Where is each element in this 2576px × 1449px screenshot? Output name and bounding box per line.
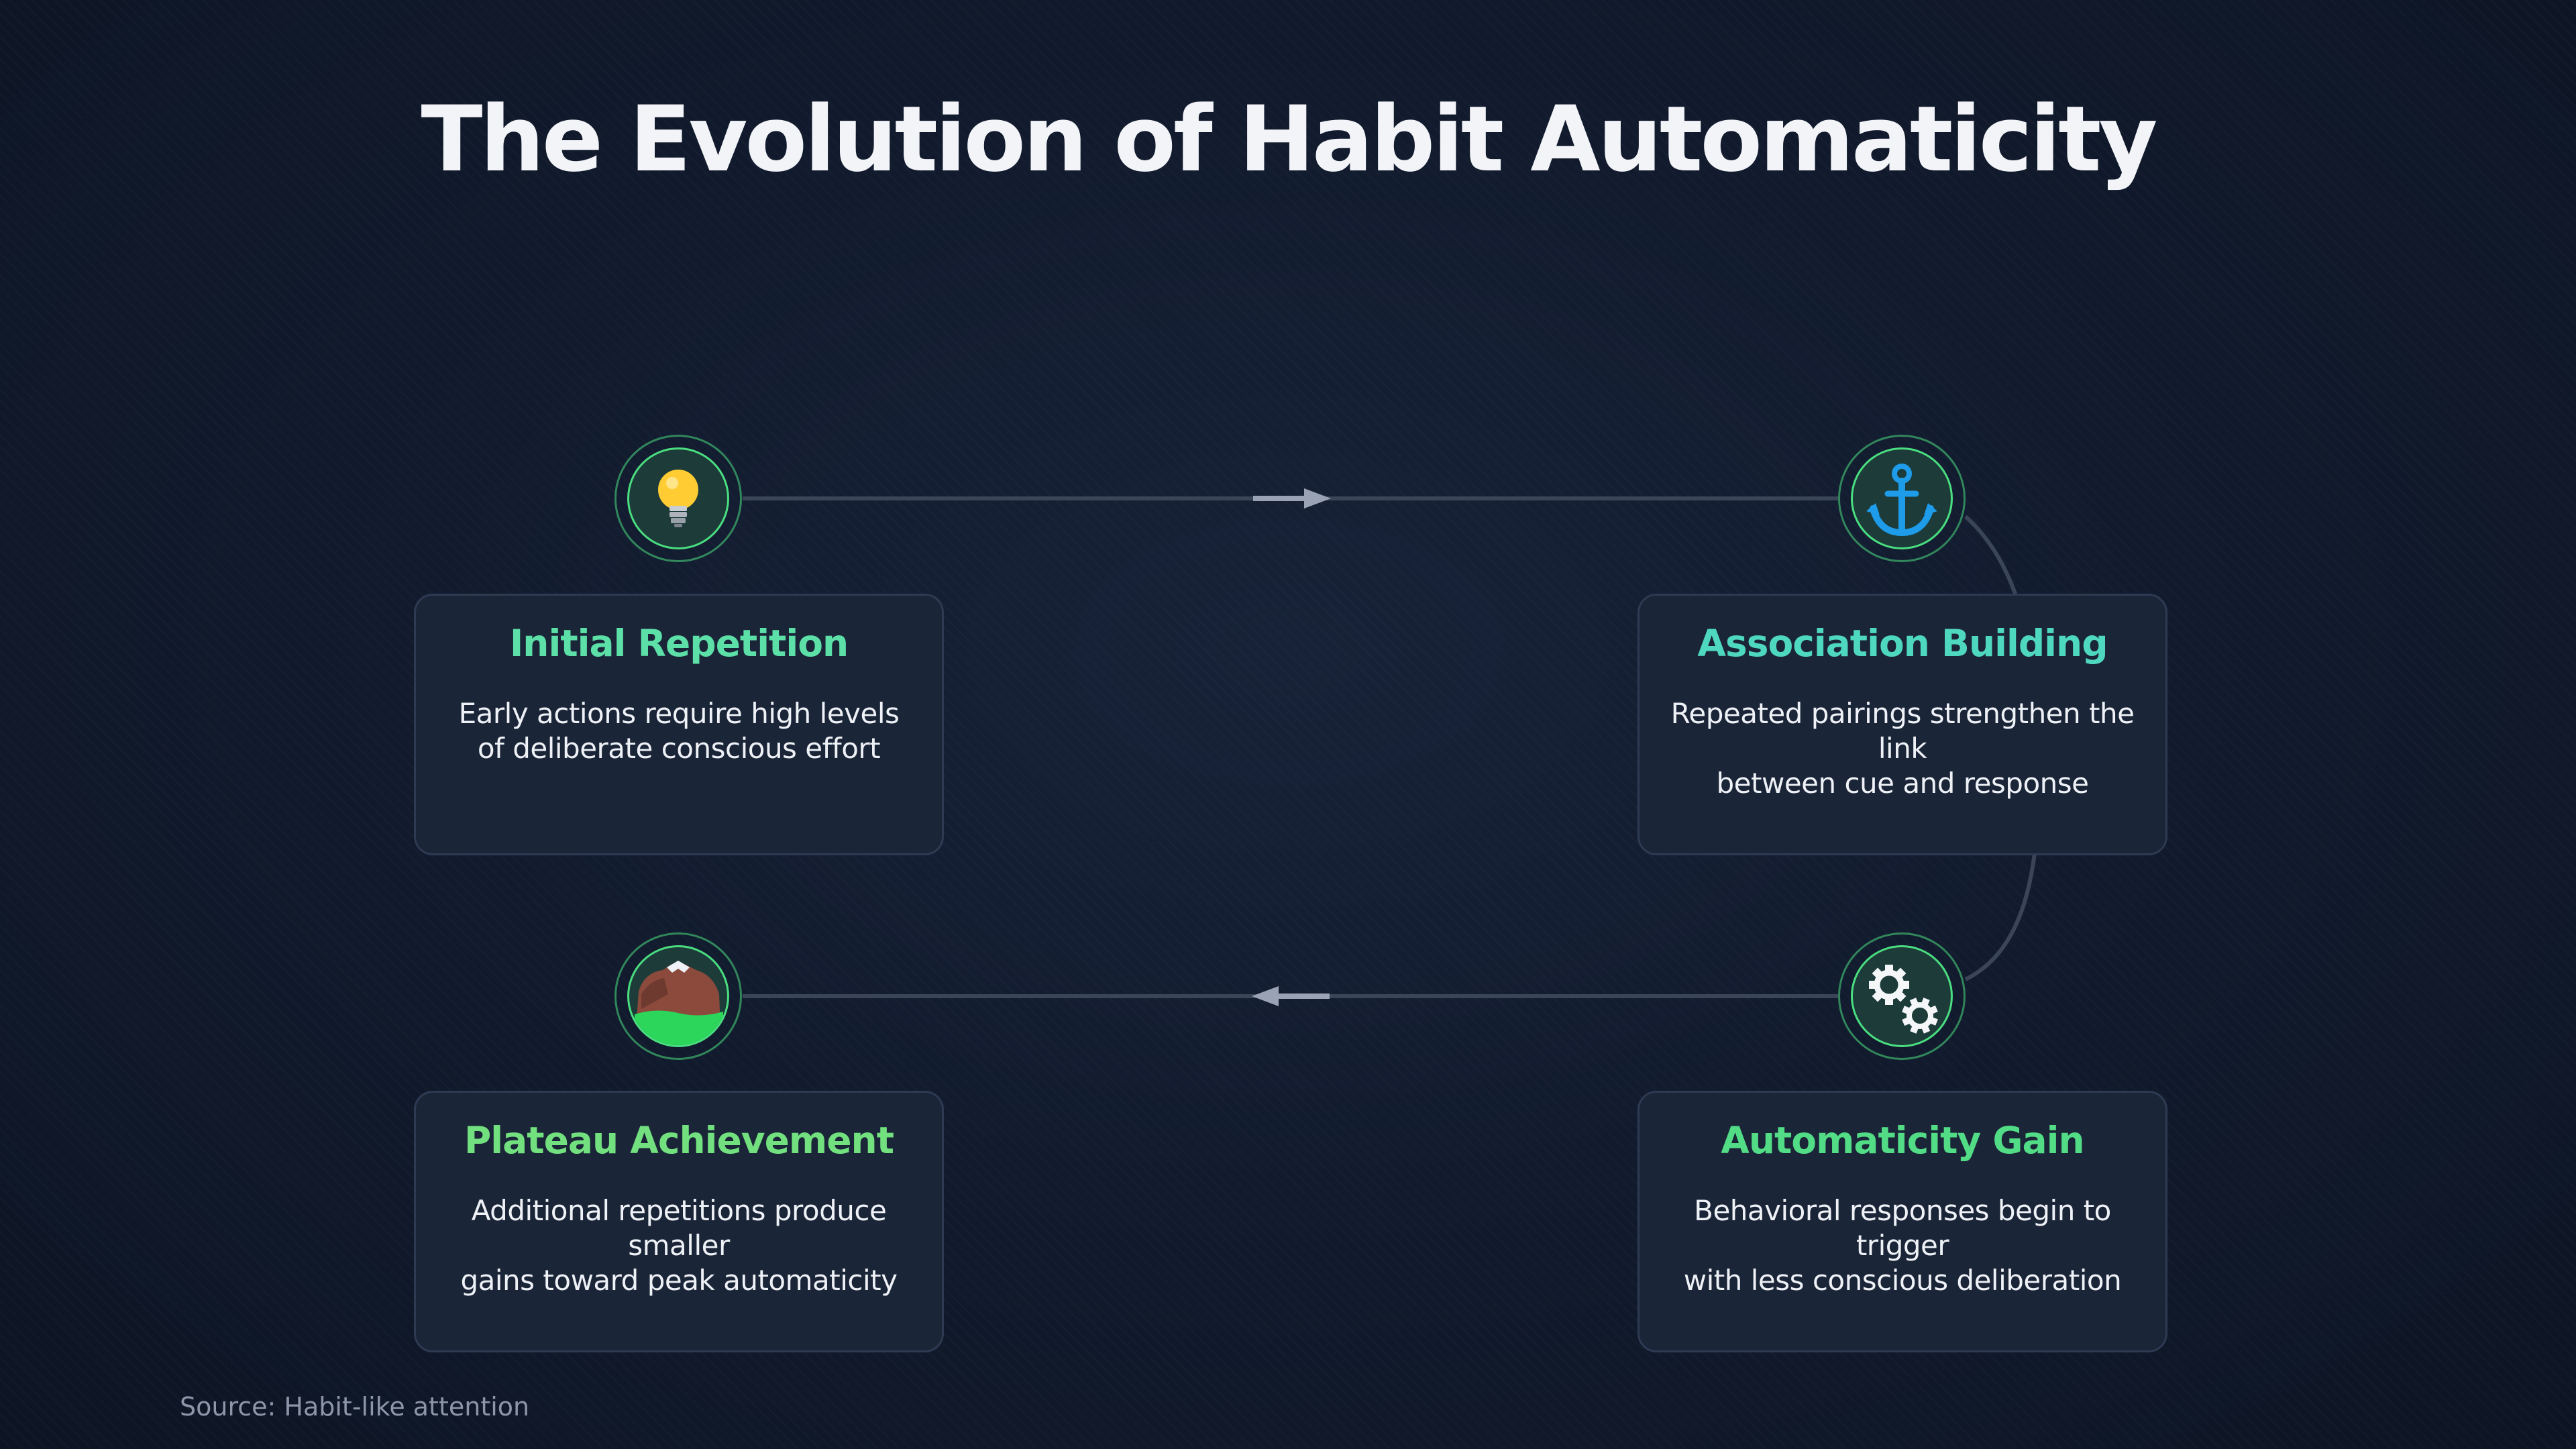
stage-description-line: between cue and response (1716, 767, 2090, 800)
node-initial-repetition (614, 435, 742, 562)
stage-description: Behavioral responses begin to trigger wi… (1646, 1193, 2159, 1298)
anchor-icon (1866, 464, 1937, 537)
arrow-left-icon (1252, 986, 1330, 1006)
stage-title: Initial Repetition (509, 622, 849, 665)
gears-icon (1869, 965, 1938, 1034)
page-title: The Evolution of Habit Automaticity (421, 87, 2157, 192)
card-initial-repetition: Initial Repetition Early actions require… (414, 594, 944, 855)
node-plateau-achievement (614, 932, 742, 1060)
card-association-building: Association Building Repeated pairings s… (1638, 594, 2167, 855)
node-automaticity-gain (1838, 932, 1966, 1060)
stage-description-line: Early actions require high levels (458, 697, 900, 730)
arrow-right-icon (1253, 488, 1331, 508)
node-association-building (1838, 435, 1966, 562)
stage-description-line: with less conscious deliberation (1683, 1264, 2122, 1297)
stage-title: Association Building (1697, 622, 2108, 665)
stage-description-line: Additional repetitions produce smaller (471, 1194, 887, 1262)
stage-description-line: Behavioral responses begin to trigger (1694, 1194, 2111, 1262)
stage-description-line: Repeated pairings strengthen the link (1670, 697, 2135, 765)
stage-description: Additional repetitions produce smaller g… (423, 1193, 935, 1298)
stage-description: Repeated pairings strengthen the link be… (1646, 696, 2159, 801)
mountain-icon (635, 961, 723, 1045)
stage-description-line: gains toward peak automaticity (460, 1264, 898, 1297)
card-automaticity-gain: Automaticity Gain Behavioral responses b… (1638, 1091, 2167, 1352)
stage-title: Automaticity Gain (1721, 1119, 2084, 1162)
lightbulb-icon (658, 470, 698, 527)
source-note: Source: Habit-like attention (180, 1392, 530, 1421)
stage-title: Plateau Achievement (464, 1119, 894, 1162)
stage-description: Early actions require high levels of del… (423, 696, 935, 766)
stage-description-line: of deliberate conscious effort (477, 732, 881, 765)
card-plateau-achievement: Plateau Achievement Additional repetitio… (414, 1091, 944, 1352)
